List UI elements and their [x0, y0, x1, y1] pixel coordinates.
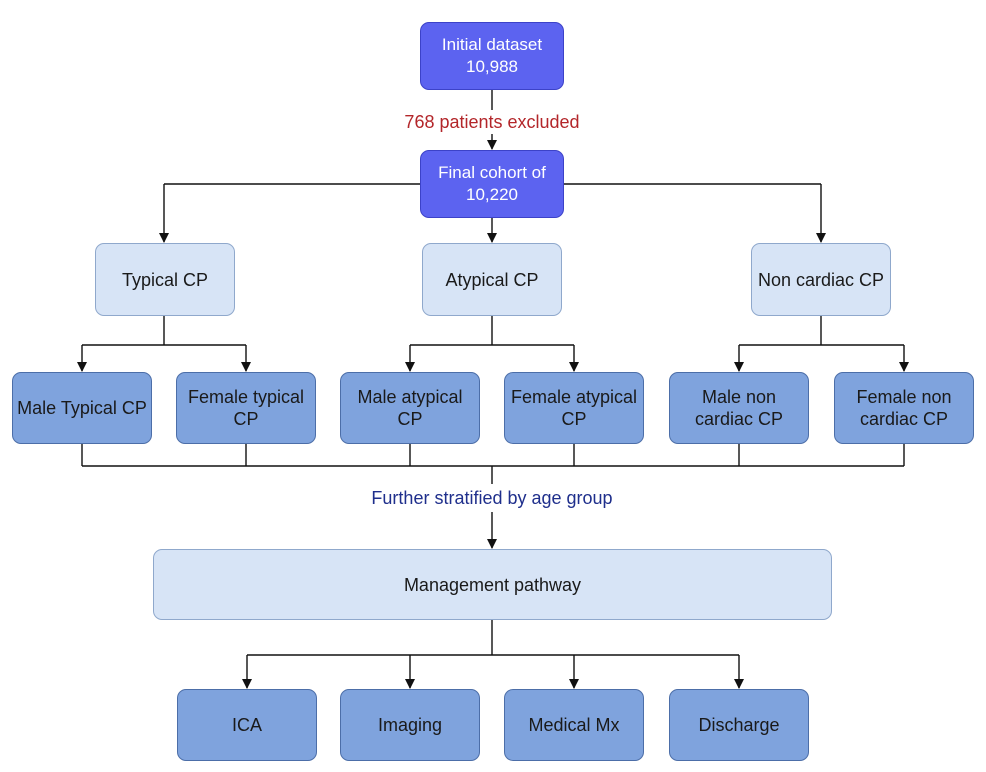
final-cohort-label: Final cohort of 10,220	[438, 163, 546, 204]
management-pathway-label: Management pathway	[403, 574, 582, 595]
male-typical-label: Male Typical CP	[17, 398, 147, 418]
female-atypical-box: Female atypical CP	[504, 372, 644, 444]
female-noncardiac-box: Female non cardiac CP	[834, 372, 974, 444]
noncardiac-cp-label: Non cardiac CP	[757, 269, 885, 290]
noncardiac-cp-box: Non cardiac CP	[751, 243, 891, 316]
atypical-cp-box: Atypical CP	[422, 243, 562, 316]
female-noncardiac-label: Female non cardiac CP	[856, 387, 952, 429]
male-atypical-box: Male atypical CP	[340, 372, 480, 444]
typical-cp-box: Typical CP	[95, 243, 235, 316]
discharge-box: Discharge	[669, 689, 809, 761]
ica-box: ICA	[177, 689, 317, 761]
final-cohort-box: Final cohort of 10,220	[420, 150, 564, 218]
imaging-box: Imaging	[340, 689, 480, 761]
typical-cp-label: Typical CP	[121, 269, 209, 290]
female-typical-label: Female typical CP	[187, 387, 305, 429]
ica-label: ICA	[231, 715, 262, 735]
male-atypical-label: Male atypical CP	[357, 387, 463, 429]
management-pathway-box: Management pathway	[153, 549, 832, 620]
medical-mx-label: Medical Mx	[528, 715, 620, 735]
female-typical-box: Female typical CP	[176, 372, 316, 444]
male-noncardiac-label: Male non cardiac CP	[694, 387, 784, 429]
imaging-label: Imaging	[377, 715, 443, 735]
male-noncardiac-box: Male non cardiac CP	[669, 372, 809, 444]
female-atypical-label: Female atypical CP	[510, 387, 638, 429]
initial-dataset-label: Initial dataset 10,988	[441, 35, 543, 76]
atypical-cp-label: Atypical CP	[445, 269, 539, 290]
stratified-annotation: Further stratified by age group	[371, 488, 613, 508]
male-typical-box: Male Typical CP	[12, 372, 152, 444]
medical-mx-box: Medical Mx	[504, 689, 644, 761]
excluded-annotation: 768 patients excluded	[404, 112, 580, 132]
initial-dataset-box: Initial dataset 10,988	[420, 22, 564, 90]
discharge-label: Discharge	[698, 715, 780, 735]
